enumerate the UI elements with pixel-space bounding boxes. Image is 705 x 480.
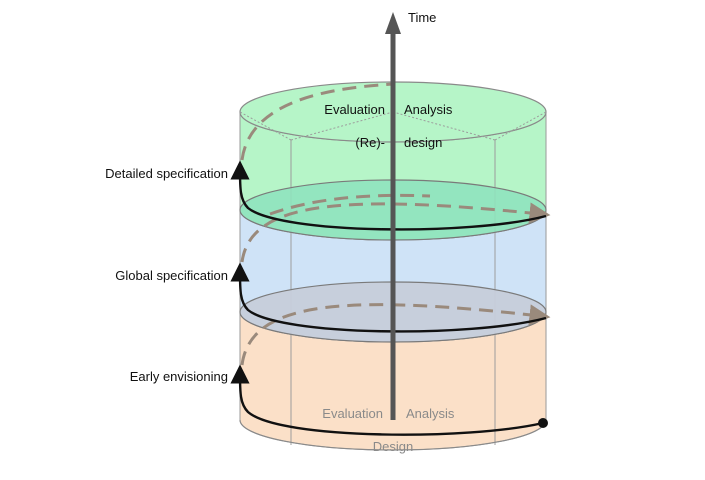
stage-label-early-envisioning: Early envisioning bbox=[130, 369, 228, 384]
dashed-spiral bbox=[240, 82, 551, 366]
stage-label-global-specification: Global specification bbox=[115, 268, 228, 283]
bottom-analysis-label: Analysis bbox=[406, 406, 455, 421]
time-axis-label: Time bbox=[408, 10, 436, 25]
bottom-rim bbox=[239, 419, 547, 451]
solid-spiral bbox=[230, 160, 547, 436]
bottom-design-label: Design bbox=[373, 439, 413, 454]
start-point-dot bbox=[538, 418, 548, 428]
top-redesign-right-label: design bbox=[404, 135, 442, 150]
top-evaluation-label: Evaluation bbox=[324, 102, 385, 117]
top-analysis-label: Analysis bbox=[404, 102, 453, 117]
top-redesign-left-label: (Re)- bbox=[355, 135, 385, 150]
stage-label-detailed-specification: Detailed specification bbox=[105, 166, 228, 181]
time-axis bbox=[385, 12, 401, 420]
bottom-evaluation-label: Evaluation bbox=[322, 406, 383, 421]
